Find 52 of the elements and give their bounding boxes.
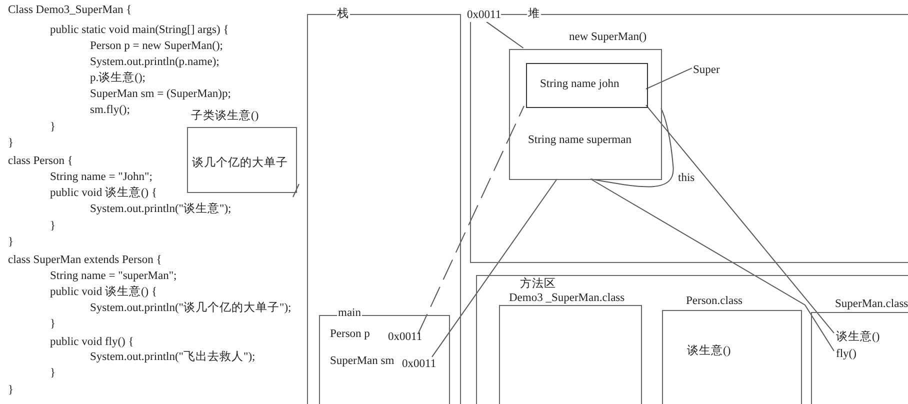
code-line: } xyxy=(8,137,14,150)
variable-text: SuperMan sm xyxy=(330,355,394,368)
code-line: } xyxy=(50,220,56,233)
code-line: sm.fly(); xyxy=(90,104,130,117)
field-text: String name superman xyxy=(528,134,632,147)
code-line: System.out.println("飞出去救人"); xyxy=(90,351,256,364)
code-line: public void 谈生意() { xyxy=(50,286,157,299)
code-line: System.out.println("谈几个亿的大单子"); xyxy=(90,302,292,315)
field-box xyxy=(526,63,648,108)
method-area-box xyxy=(476,275,908,404)
box-heading: Demo3 _SuperMan.class xyxy=(508,292,626,305)
code-line: public void fly() { xyxy=(50,336,134,349)
connector-line xyxy=(417,106,524,335)
code-line: String name = "John"; xyxy=(50,171,152,184)
box-heading: 堆 xyxy=(527,8,541,21)
address-text: 0x0011 xyxy=(402,357,436,371)
code-line: class Person { xyxy=(8,155,73,168)
code-line: p.谈生意(); xyxy=(90,72,146,85)
code-line: String name = "superMan"; xyxy=(50,270,177,283)
code-line: System.out.println(p.name); xyxy=(90,56,220,69)
method-text: 谈生意() xyxy=(836,330,878,344)
field-text: String name john xyxy=(540,78,620,91)
pointer-text: Super xyxy=(693,63,723,77)
connector-line xyxy=(484,20,524,48)
address-text: 0x0011 xyxy=(388,330,422,344)
loop-line xyxy=(590,108,674,188)
code-line: Class Demo3_SuperMan { xyxy=(8,4,132,17)
code-line: Person p = new SuperMan(); xyxy=(90,40,223,53)
connector-line xyxy=(590,178,834,352)
code-line: public static void main(String[] args) { xyxy=(50,24,229,37)
code-line: public void 谈生意() { xyxy=(50,187,157,200)
code-line: } xyxy=(50,318,56,331)
box-heading: new SuperMan() xyxy=(568,31,648,44)
code-line: } xyxy=(50,367,56,380)
address-text: 0x0011 xyxy=(467,8,501,22)
code-line: } xyxy=(8,236,14,249)
code-line: } xyxy=(50,121,56,134)
variable-text: Person p xyxy=(330,328,370,341)
note-text: 谈几个亿的大单子 xyxy=(192,157,288,170)
box-heading: SuperMan.class xyxy=(834,298,908,311)
code-line: class SuperMan extends Person { xyxy=(8,254,162,267)
connector-line xyxy=(646,104,834,334)
method-text: 谈生意() xyxy=(687,345,731,358)
method-text: fly() xyxy=(836,347,860,361)
connector-line xyxy=(646,68,692,90)
box-heading: 栈 xyxy=(336,8,350,21)
code-line: System.out.println("谈生意"); xyxy=(90,203,232,216)
box-heading: 子类谈生意() xyxy=(190,110,260,123)
code-line: } xyxy=(8,384,14,397)
code-line: SuperMan sm = (SuperMan)p; xyxy=(90,88,231,101)
area-heading: 方法区 xyxy=(520,278,556,291)
connector-line xyxy=(431,178,558,358)
